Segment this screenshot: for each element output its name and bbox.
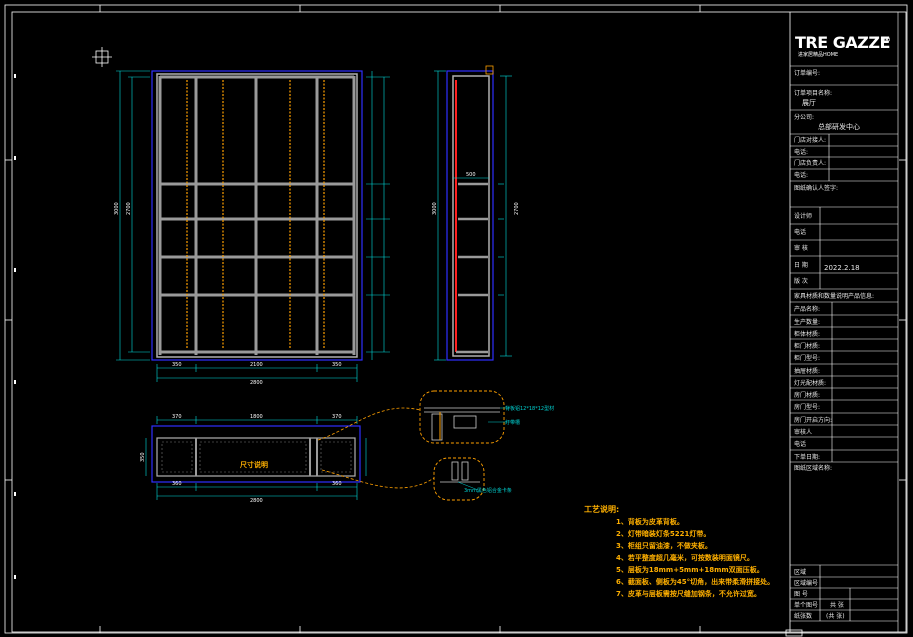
svg-text:500: 500 bbox=[466, 172, 476, 178]
svg-text:审核人: 审核人 bbox=[794, 428, 812, 436]
svg-text:360: 360 bbox=[332, 481, 342, 487]
svg-text:370: 370 bbox=[172, 414, 182, 420]
svg-text:设计师: 设计师 bbox=[794, 212, 812, 220]
crosshair-cursor-icon bbox=[92, 47, 112, 67]
svg-text:图纸确认人签字:: 图纸确认人签字: bbox=[794, 184, 838, 192]
svg-text:单个图号: 单个图号 bbox=[794, 601, 818, 609]
note-item: 3、柜组只留油漆，不做夹板。 bbox=[616, 541, 712, 550]
inner-border bbox=[11, 11, 907, 633]
svg-text:工艺说明:: 工艺说明: bbox=[584, 504, 619, 514]
svg-text:350: 350 bbox=[172, 362, 182, 368]
svg-text:柜门材质:: 柜门材质: bbox=[794, 342, 820, 350]
note-item: 2、灯带暗装灯条5221灯带。 bbox=[616, 529, 710, 538]
svg-text:图 号: 图 号 bbox=[794, 591, 808, 598]
svg-text:区域编号: 区域编号 bbox=[794, 579, 818, 587]
svg-text:生产数量:: 生产数量: bbox=[794, 318, 820, 326]
svg-text:360: 360 bbox=[172, 481, 182, 487]
title-block: TRE GAZZE ® 进家居精品HOME bbox=[789, 12, 899, 632]
brand-logo: TRE GAZZE ® 进家居精品HOME bbox=[795, 33, 891, 58]
svg-text:TRE GAZZE: TRE GAZZE bbox=[795, 33, 890, 52]
svg-text:抽屉材质:: 抽屉材质: bbox=[794, 367, 820, 375]
svg-text:3mm黑色铝合金卡条: 3mm黑色铝合金卡条 bbox=[464, 487, 512, 494]
svg-text:灯带槽: 灯带槽 bbox=[505, 419, 520, 426]
svg-text:订单项目名称:: 订单项目名称: bbox=[794, 89, 832, 97]
detail-callouts: 背板铝12*18*12型材 灯带槽 3mm黑色铝合金卡条 bbox=[317, 390, 554, 501]
note-item: 7、皮革与层板需按尺缝加钢条，不允许过宽。 bbox=[616, 589, 761, 598]
note-item: 1、背板为皮革背板。 bbox=[616, 517, 684, 526]
svg-text:展厅: 展厅 bbox=[802, 99, 816, 107]
svg-text:区域: 区域 bbox=[794, 568, 806, 576]
svg-text:2800: 2800 bbox=[250, 498, 263, 504]
svg-text:订单编号:: 订单编号: bbox=[794, 69, 820, 77]
svg-text:门店对接人:: 门店对接人: bbox=[794, 136, 826, 144]
svg-text:分公司:: 分公司: bbox=[794, 113, 814, 121]
svg-text:纸张数: 纸张数 bbox=[794, 612, 812, 620]
svg-text:电话:: 电话: bbox=[794, 148, 808, 156]
svg-text:灯光配材质:: 灯光配材质: bbox=[794, 379, 826, 387]
process-notes: 工艺说明: 1、背板为皮革背板。 2、灯带暗装灯条5221灯带。 3、柜组只留油… bbox=[584, 504, 774, 598]
svg-text:家具材质和数量说明产品信息:: 家具材质和数量说明产品信息: bbox=[794, 292, 874, 300]
svg-text:电话: 电话 bbox=[794, 228, 806, 236]
note-item: 4、若平整度超几毫米，可按数装明面镜尺。 bbox=[616, 553, 754, 562]
svg-text:3000: 3000 bbox=[114, 202, 120, 215]
border-markers bbox=[14, 74, 16, 579]
svg-text:350: 350 bbox=[140, 452, 146, 462]
svg-text:2800: 2800 bbox=[250, 380, 263, 386]
border-ticks bbox=[5, 5, 906, 633]
svg-text:背板铝12*18*12型材: 背板铝12*18*12型材 bbox=[505, 405, 554, 412]
svg-text:电话:: 电话: bbox=[794, 171, 808, 179]
svg-text:图纸区域名称:: 图纸区域名称: bbox=[794, 464, 832, 472]
corner-marker bbox=[785, 629, 803, 637]
svg-text:2022.2.18: 2022.2.18 bbox=[824, 264, 860, 272]
svg-text:房门开启方向:: 房门开启方向: bbox=[794, 416, 832, 424]
svg-text:门店负责人:: 门店负责人: bbox=[794, 159, 826, 167]
svg-text:下单日期:: 下单日期: bbox=[794, 453, 820, 461]
svg-text:柜体材质:: 柜体材质: bbox=[794, 330, 820, 338]
svg-text:房门型号:: 房门型号: bbox=[794, 403, 820, 411]
note-item: 6、截面板、侧板为45°切角，出来带柔滑拼接处。 bbox=[616, 577, 774, 586]
svg-text:日 期: 日 期 bbox=[794, 261, 808, 269]
front-elevation: 3000 2700 350 2100 350 2800 bbox=[114, 70, 390, 386]
svg-text:2100: 2100 bbox=[250, 362, 263, 368]
svg-text:2700: 2700 bbox=[514, 202, 520, 215]
svg-text:尺寸说明: 尺寸说明 bbox=[239, 460, 268, 469]
svg-text:进家居精品HOME: 进家居精品HOME bbox=[798, 51, 838, 58]
svg-text:房门材质:: 房门材质: bbox=[794, 391, 820, 399]
svg-text:1800: 1800 bbox=[250, 414, 263, 420]
svg-text:®: ® bbox=[883, 35, 891, 44]
svg-text:共 张: 共 张 bbox=[830, 601, 844, 609]
plan-view: 尺寸说明 370 1800 370 350 360 360 2800 bbox=[140, 414, 367, 504]
svg-text:2700: 2700 bbox=[126, 202, 132, 215]
svg-text:版 次: 版 次 bbox=[794, 277, 808, 285]
outer-border bbox=[4, 4, 908, 634]
side-elevation: 3000 2700 500 bbox=[432, 65, 520, 361]
svg-text:350: 350 bbox=[332, 362, 342, 368]
svg-text:(共 张): (共 张) bbox=[826, 612, 845, 620]
svg-text:柜门型号:: 柜门型号: bbox=[794, 354, 820, 362]
svg-text:审 核: 审 核 bbox=[794, 244, 808, 252]
note-item: 5、层板为18mm+5mm+18mm双面压板。 bbox=[616, 565, 764, 574]
svg-text:总部研发中心: 总部研发中心 bbox=[818, 122, 860, 131]
svg-text:370: 370 bbox=[332, 414, 342, 420]
svg-text:电话: 电话 bbox=[794, 440, 806, 448]
svg-text:产品名称:: 产品名称: bbox=[794, 305, 820, 313]
svg-text:3000: 3000 bbox=[432, 202, 438, 215]
